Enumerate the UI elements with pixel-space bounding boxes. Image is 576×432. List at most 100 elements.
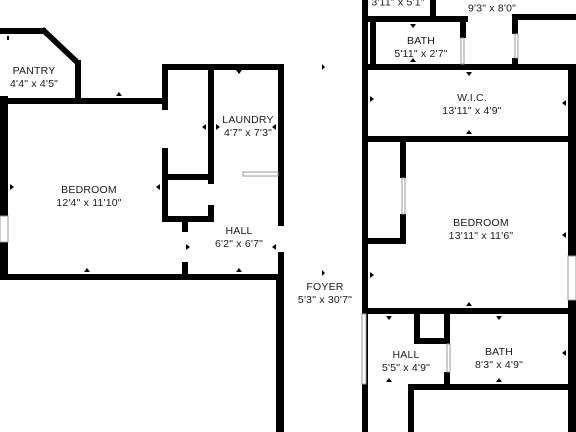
tick: [272, 244, 276, 250]
tick: [84, 268, 90, 272]
tick: [410, 58, 416, 62]
room-label-laundry: LAUNDRY 4'7" x 7'3": [222, 114, 273, 140]
room-dimensions: 3'11" x 5'1": [371, 0, 425, 9]
room-dimensions: 6'2" x 6'7": [214, 238, 264, 250]
window: [567, 255, 576, 301]
tick: [236, 268, 242, 272]
tick: [466, 130, 472, 134]
tick: [562, 350, 566, 356]
tick: [272, 124, 276, 130]
wall: [362, 64, 368, 432]
window: [446, 343, 451, 373]
window: [514, 33, 519, 59]
dimension-ticks: [10, 24, 566, 382]
wall: [408, 384, 414, 432]
room-label-bath-bottom: BATH 8'3" x 4'9": [475, 346, 523, 372]
room-dimensions: 5'5" x 4'9": [381, 362, 431, 374]
wall: [512, 14, 576, 20]
tick: [410, 24, 416, 28]
room-label-hall-right: HALL 5'5" x 4'9": [382, 349, 430, 375]
wall: [276, 274, 284, 432]
window: [361, 313, 367, 385]
wall: [400, 214, 406, 242]
tick: [466, 72, 472, 76]
room-name: W.I.C.: [457, 92, 487, 104]
tick: [236, 70, 242, 74]
room-label-hall-left: HALL 6'2" x 6'7": [215, 225, 263, 251]
tick: [370, 272, 374, 278]
wall: [0, 28, 40, 34]
room-dimensions: 12'4" x 11'10": [56, 197, 122, 209]
tick: [386, 316, 392, 320]
tick: [156, 184, 160, 190]
wall: [0, 96, 8, 216]
wall: [362, 238, 406, 244]
wall: [7, 36, 9, 40]
wall: [0, 98, 168, 104]
wall: [444, 372, 450, 388]
wall: [162, 174, 214, 180]
room-dimensions: 13'11" x 11'6": [448, 230, 514, 242]
room-name: BEDROOM: [453, 217, 509, 229]
wall: [414, 314, 420, 344]
room-label-pantry: PANTRY 4'4" x 4'5": [10, 65, 58, 91]
tick: [496, 378, 502, 382]
wall: [368, 16, 468, 22]
wall: [162, 64, 168, 110]
wall: [278, 252, 284, 280]
wall: [208, 64, 214, 184]
wall: [162, 64, 284, 70]
room-dimensions: 8'3" x 4'9": [474, 359, 524, 371]
wall: [40, 27, 80, 65]
room-name: BEDROOM: [61, 184, 117, 196]
wall: [444, 314, 450, 344]
window: [460, 37, 465, 65]
wall: [362, 64, 576, 70]
room-name: HALL: [225, 225, 253, 237]
room-dimensions: 5'11" x 2'7": [394, 48, 448, 60]
wall: [75, 60, 81, 102]
tick: [322, 64, 325, 70]
wall: [162, 216, 214, 222]
wall: [0, 274, 284, 280]
wall: [0, 242, 8, 280]
wall: [512, 20, 518, 34]
tick: [186, 244, 190, 250]
wall: [208, 205, 214, 222]
wall: [414, 338, 450, 344]
wall: [362, 308, 576, 314]
room-name: PANTRY: [12, 65, 56, 77]
room-dimensions: 13'11" x 4'9": [442, 105, 502, 117]
wall: [430, 0, 436, 20]
tick: [496, 316, 502, 320]
window: [401, 177, 406, 215]
wall: [162, 148, 168, 222]
wall: [408, 384, 576, 390]
room-dimensions: 5'3" x 30'7": [297, 294, 353, 306]
room-label-top-right: 9'3" x 8'0": [468, 3, 516, 16]
tick: [216, 124, 220, 130]
wall: [370, 22, 376, 68]
room-label-top-small: 3'11" x 5'1": [371, 0, 424, 10]
wall: [182, 262, 188, 276]
room-label-wic: W.I.C. 13'11" x 4'9": [442, 92, 501, 118]
wall: [400, 142, 406, 178]
tick: [562, 100, 566, 106]
room-label-bedroom-right: BEDROOM 13'11" x 11'6": [449, 217, 514, 243]
tick: [562, 232, 566, 238]
room-label-bedroom-left: BEDROOM 12'4" x 11'10": [56, 184, 121, 210]
wall: [362, 0, 368, 70]
tick: [10, 184, 14, 190]
room-name: BATH: [406, 35, 436, 47]
wall: [182, 222, 188, 232]
room-label-bath-top: BATH 5'11" x 2'7": [394, 35, 447, 61]
tick: [466, 302, 472, 306]
window: [0, 215, 9, 243]
tick: [370, 96, 374, 102]
tick: [116, 92, 122, 96]
tick: [202, 124, 206, 130]
room-name: FOYER: [306, 281, 344, 293]
room-name: BATH: [484, 346, 514, 358]
